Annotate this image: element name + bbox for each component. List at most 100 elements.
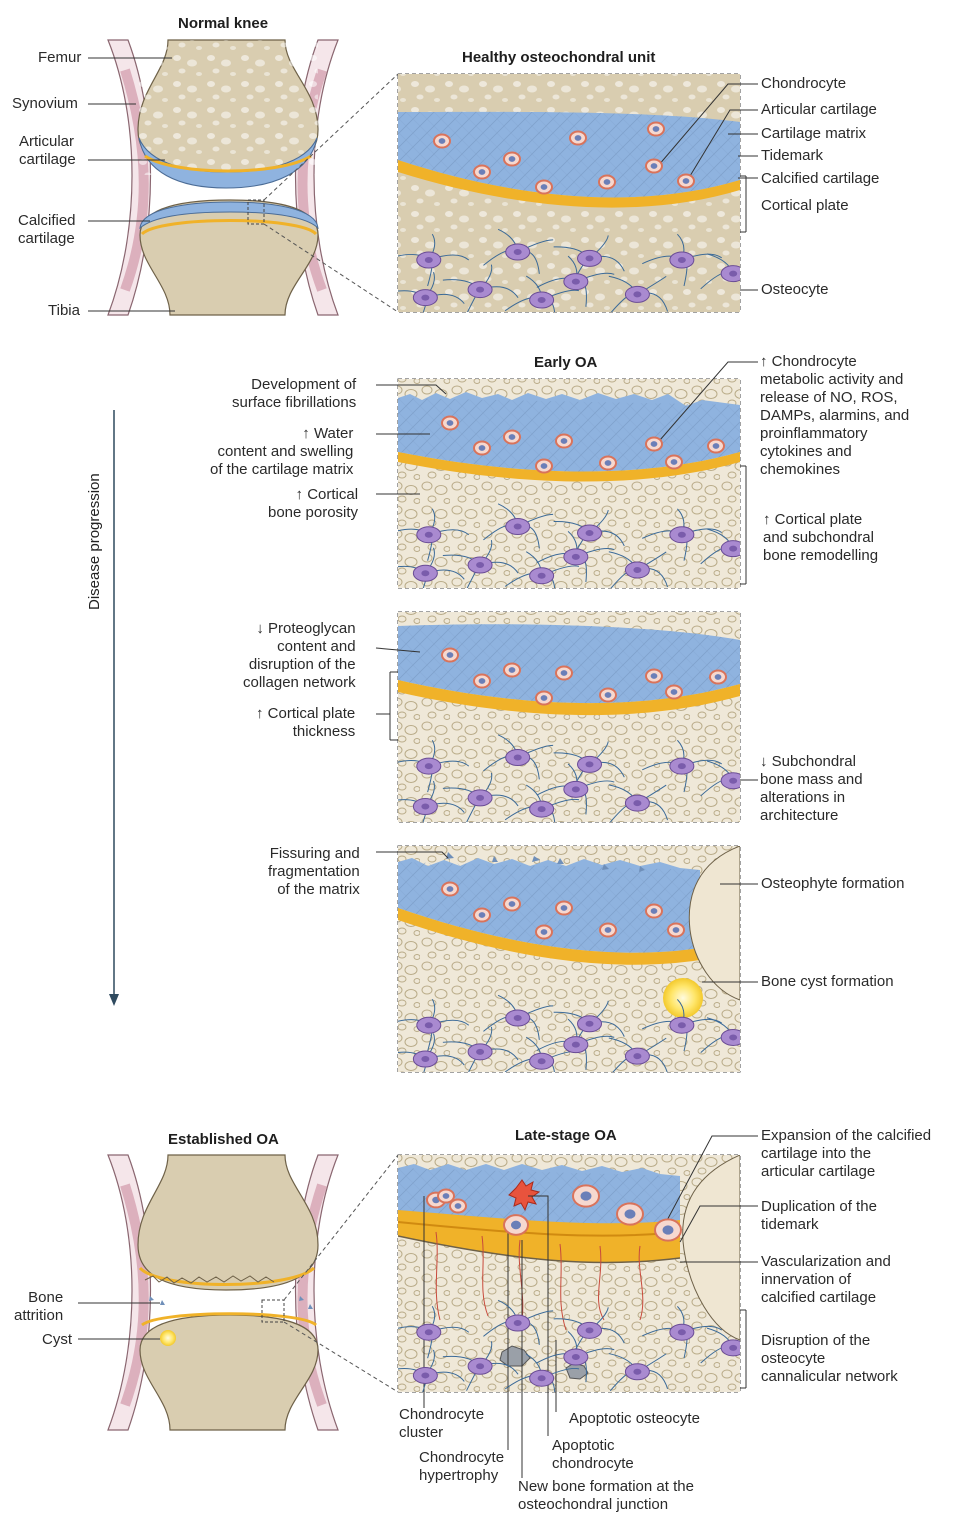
label-subchondral-bone-mass: ↓ Subchondral bone mass and alterations … xyxy=(760,753,863,824)
label-cortical-porosity: ↑ Cortical bone porosity xyxy=(268,486,359,521)
tibia-bone xyxy=(139,199,319,316)
healthy-unit-panel xyxy=(398,74,740,312)
label-expansion-calcified: Expansion of the calcified cartilage int… xyxy=(761,1127,932,1180)
label-cyst: Cyst xyxy=(42,1331,72,1348)
tibia-cartilage xyxy=(139,201,319,230)
label-bone-cyst: Bone cyst formation xyxy=(761,973,894,990)
chondrocyte-cell xyxy=(709,669,727,685)
label-tidemark: Tidemark xyxy=(761,147,823,164)
label-synovium: Synovium xyxy=(12,95,78,112)
chondrocyte-cell xyxy=(441,647,459,663)
label-plate-thickness: ↑ Cortical plate thickness xyxy=(256,705,356,740)
chondrocyte-cell xyxy=(473,673,491,689)
chondrocyte-cell xyxy=(503,151,521,167)
disease-progression-arrow xyxy=(109,410,119,1006)
chondrocyte-cell xyxy=(449,1198,467,1214)
osteocyte-network xyxy=(398,734,740,822)
label-femur: Femur xyxy=(38,49,82,66)
label-chondrocyte-cluster: Chondrocyte cluster xyxy=(399,1406,485,1441)
label-tibia: Tibia xyxy=(48,302,80,319)
label-disease-progression: Disease progression xyxy=(86,473,103,610)
chondrocyte-cell xyxy=(616,1202,644,1226)
label-surface-fibrillations: Development of surface fibrillations xyxy=(232,376,357,411)
chondrocyte-cell xyxy=(441,415,459,431)
chondrocyte-cell xyxy=(572,1184,600,1208)
chondrocyte-cell xyxy=(441,881,459,897)
late-oa-panel xyxy=(398,1155,740,1392)
label-healthy-articular-cartilage: Articular cartilage xyxy=(761,101,877,118)
chondrocyte-cell xyxy=(654,1218,682,1242)
chondrocyte-cell xyxy=(645,436,663,452)
chondrocyte-cell xyxy=(473,907,491,923)
label-tidemark-duplication: Duplication of the tidemark xyxy=(761,1198,877,1233)
chondrocyte-cell xyxy=(437,1188,455,1204)
normal-knee-illustration xyxy=(107,39,399,316)
chondrocyte-cell xyxy=(433,133,451,149)
label-osteocyte: Osteocyte xyxy=(761,281,829,298)
chondrocyte-cell xyxy=(647,121,665,137)
chondrocyte-cell xyxy=(535,924,553,940)
chondrocyte-cell xyxy=(599,687,617,703)
label-articular-cartilage: Articular cartilage xyxy=(19,133,76,168)
label-new-bone-formation: New bone formation at the osteochondral … xyxy=(518,1478,694,1513)
chondrocyte-cell xyxy=(503,896,521,912)
label-apoptotic-osteocyte: Apoptotic osteocyte xyxy=(569,1410,700,1427)
established-knee-leaders xyxy=(78,1302,160,1340)
chondrocyte-cell xyxy=(645,903,663,919)
normal-knee-leaders xyxy=(88,57,175,312)
label-proteoglycan: ↓ Proteoglycan content and disruption of… xyxy=(243,620,356,691)
label-chondrocyte-hypertrophy: Chondrocyte hypertrophy xyxy=(419,1449,505,1484)
chondrocyte-cell xyxy=(599,455,617,471)
chondrocyte-cell xyxy=(645,158,663,174)
chondrocyte-cell xyxy=(535,458,553,474)
label-cortical-plate: Cortical plate xyxy=(761,197,849,214)
title-healthy-unit: Healthy osteochondral unit xyxy=(462,49,656,66)
knee-cyst xyxy=(160,1330,176,1346)
chondrocyte-cell xyxy=(503,1214,529,1236)
label-fissuring: Fissuring and fragmentation of the matri… xyxy=(268,845,360,898)
title-late-stage-oa: Late-stage OA xyxy=(515,1127,617,1144)
chondrocyte-cell xyxy=(599,922,617,938)
chondrocyte-cell xyxy=(555,900,573,916)
label-vascularization: Vascularization and innervation of calci… xyxy=(761,1253,891,1306)
right-leaders xyxy=(657,83,758,1389)
chondrocyte-cell xyxy=(473,164,491,180)
chondrocyte-cell xyxy=(569,130,587,146)
label-bone-attrition: Bone attrition xyxy=(14,1289,64,1324)
title-established-oa: Established OA xyxy=(168,1131,279,1148)
label-chondrocyte-activity: ↑ Chondrocyte metabolic activity and rel… xyxy=(760,353,910,478)
label-apoptotic-chondrocyte: Apoptotic chondrocyte xyxy=(552,1437,634,1472)
chondrocyte-cell xyxy=(665,684,683,700)
title-early-oa: Early OA xyxy=(534,354,598,371)
label-water-content: ↑ Water content and swelling of the cart… xyxy=(210,425,354,478)
chondrocyte-cell xyxy=(503,429,521,445)
title-normal-knee: Normal knee xyxy=(178,15,269,32)
chondrocyte-cell xyxy=(707,438,725,454)
chondrocyte-cell xyxy=(667,922,685,938)
fissuring-panel xyxy=(398,846,740,1072)
established-oa-knee-illustration xyxy=(107,1154,399,1431)
chondrocyte-cell xyxy=(665,454,683,470)
label-plate-remodelling: ↑ Cortical plate and subchondral bone re… xyxy=(763,511,879,564)
chondrocyte-cell xyxy=(535,690,553,706)
osteocyte-network xyxy=(398,503,740,588)
label-cartilage-matrix: Cartilage matrix xyxy=(761,125,867,142)
chondrocyte-cell xyxy=(555,433,573,449)
osteocyte-network xyxy=(398,1299,740,1392)
chondrocyte-cell xyxy=(645,668,663,684)
chondrocyte-cell xyxy=(473,440,491,456)
chondrocyte-cell xyxy=(535,179,553,195)
label-healthy-calcified-cartilage: Calcified cartilage xyxy=(761,170,880,187)
label-network-disruption: Disruption of the osteocyte cannalicular… xyxy=(761,1332,898,1385)
label-osteophyte: Osteophyte formation xyxy=(761,875,905,892)
chondrocyte-cell xyxy=(503,662,521,678)
chondrocyte-cell xyxy=(598,174,616,190)
osteocyte-network xyxy=(398,228,740,312)
bone-cyst xyxy=(663,978,703,1018)
osteocyte-network xyxy=(398,994,740,1072)
label-chondrocyte: Chondrocyte xyxy=(761,75,847,92)
chondrocyte-cell xyxy=(677,173,695,189)
label-calcified-cartilage: Calcified cartilage xyxy=(18,212,76,247)
chondrocyte-cell xyxy=(555,665,573,681)
